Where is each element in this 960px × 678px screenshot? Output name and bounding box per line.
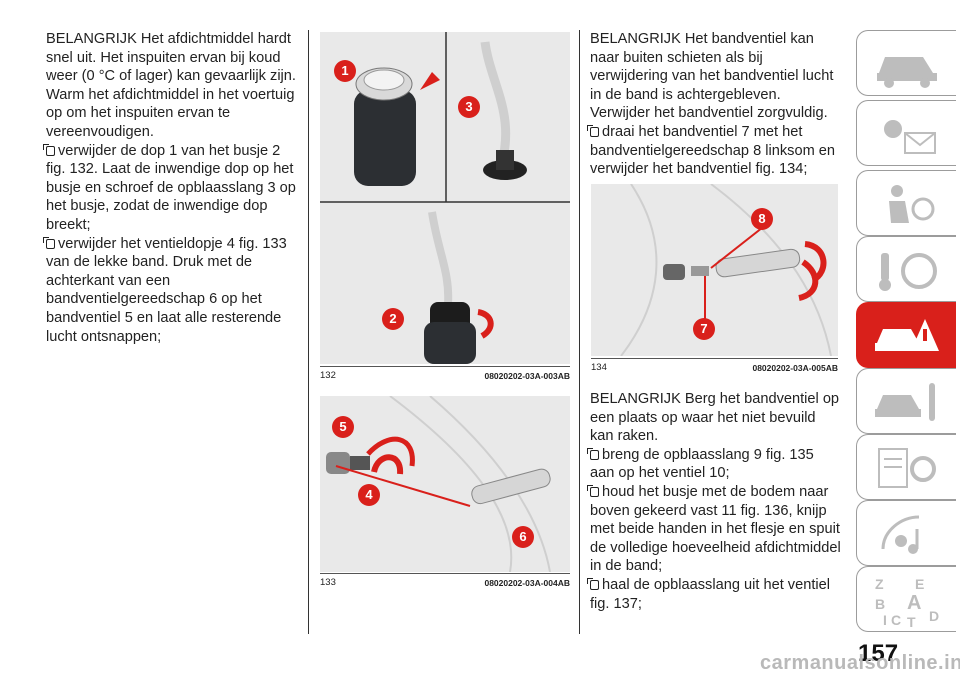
checkbox-icon xyxy=(587,484,599,497)
site-watermark: carmanualsonline.info xyxy=(760,652,960,674)
figure-code: 08020202-03A-003AB xyxy=(484,370,570,381)
chapter-sidebar: Z E A B C T D I xyxy=(852,0,960,678)
figure-132-caption: 132 08020202-03A-003AB xyxy=(320,366,570,381)
checkbox-icon xyxy=(43,143,55,156)
text-column-right-bottom: BELANGRIJK Berg het bandventiel op een p… xyxy=(587,390,842,613)
index-letters-icon: Z E A B C T D I xyxy=(875,576,939,629)
callout-6: 6 xyxy=(512,526,534,548)
tab-car[interactable] xyxy=(856,30,956,96)
figure-134-image: 8 7 xyxy=(591,184,838,356)
figure-code: 08020202-03A-005AB xyxy=(752,362,838,373)
figure-133-image: 5 4 6 xyxy=(320,396,570,572)
warning-lights-icon xyxy=(884,120,936,154)
specs-gear-icon xyxy=(878,448,936,488)
figure-code: 08020202-03A-004AB xyxy=(484,577,570,588)
tab-index[interactable]: Z E A B C T D I xyxy=(856,566,956,632)
column-divider xyxy=(579,30,580,634)
callout-3: 3 xyxy=(458,96,480,118)
figure-number: 134 xyxy=(591,362,607,373)
figure-134-caption: 134 08020202-03A-005AB xyxy=(591,358,838,373)
callout-7: 7 xyxy=(693,318,715,340)
tab-airbag-seat[interactable] xyxy=(856,170,956,236)
figure-number: 133 xyxy=(320,577,336,588)
valve-removal-illustration xyxy=(320,396,570,572)
text-column-left: BELANGRIJK Het afdichtmiddel hardt snel … xyxy=(43,30,296,346)
emergency-car-icon xyxy=(875,319,939,351)
callout-4: 4 xyxy=(358,484,380,506)
step-inject-sealant: houd het busje met de bodem naar boven g… xyxy=(587,483,841,575)
sealant-bottle-illustration xyxy=(320,32,570,364)
step-remove-cap: verwijder de dop 1 van het busje 2 fig. … xyxy=(43,142,296,233)
callout-5: 5 xyxy=(332,416,354,438)
airbag-seat-icon xyxy=(889,185,935,223)
svg-text:D: D xyxy=(929,608,939,624)
svg-text:Z: Z xyxy=(875,576,884,592)
svg-text:A: A xyxy=(907,592,921,614)
maintenance-car-icon xyxy=(875,383,935,421)
callout-8: 8 xyxy=(751,208,773,230)
tab-multimedia[interactable] xyxy=(856,500,956,566)
figure-133-caption: 133 08020202-03A-004AB xyxy=(320,573,570,588)
page-number: 157 xyxy=(858,640,899,667)
callout-2: 2 xyxy=(382,308,404,330)
checkbox-icon xyxy=(587,124,599,137)
tab-emergency[interactable] xyxy=(856,302,956,368)
tab-warning-lights[interactable] xyxy=(856,100,956,166)
step-turn-valve: draai het bandventiel 7 met het bandvent… xyxy=(587,123,836,178)
important-note-sealant: BELANGRIJK Het afdichtmiddel hardt snel … xyxy=(46,31,296,140)
important-note-store-valve: BELANGRIJK Berg het bandventiel op een p… xyxy=(590,391,840,445)
svg-text:B: B xyxy=(875,596,885,612)
tab-specs[interactable] xyxy=(856,434,956,500)
tab-steering-key[interactable] xyxy=(856,236,956,302)
column-divider xyxy=(308,30,309,634)
important-note-valve: BELANGRIJK Het bandventiel kan naar buit… xyxy=(590,31,834,122)
checkbox-icon xyxy=(587,447,599,460)
steering-key-icon xyxy=(879,253,937,291)
step-remove-valve-cap: verwijder het ventieldopje 4 fig. 133 va… xyxy=(43,235,287,345)
multimedia-icon xyxy=(881,515,920,554)
step-remove-hose: haal de opblaasslang uit het ventiel fig… xyxy=(587,576,830,612)
figure-number: 132 xyxy=(320,370,336,381)
checkbox-icon xyxy=(587,577,599,590)
car-icon xyxy=(877,57,937,88)
svg-text:I: I xyxy=(883,612,887,628)
tab-maintenance[interactable] xyxy=(856,368,956,434)
callout-1: 1 xyxy=(334,60,356,82)
checkbox-icon xyxy=(43,236,55,249)
text-column-right-top: BELANGRIJK Het bandventiel kan naar buit… xyxy=(587,30,842,179)
svg-text:C: C xyxy=(891,612,901,628)
figure-132-image: 1 3 2 xyxy=(320,32,570,364)
svg-text:E: E xyxy=(915,576,924,592)
step-attach-hose: breng de opblaasslang 9 fig. 135 aan op … xyxy=(587,446,814,482)
svg-text:T: T xyxy=(907,614,916,629)
